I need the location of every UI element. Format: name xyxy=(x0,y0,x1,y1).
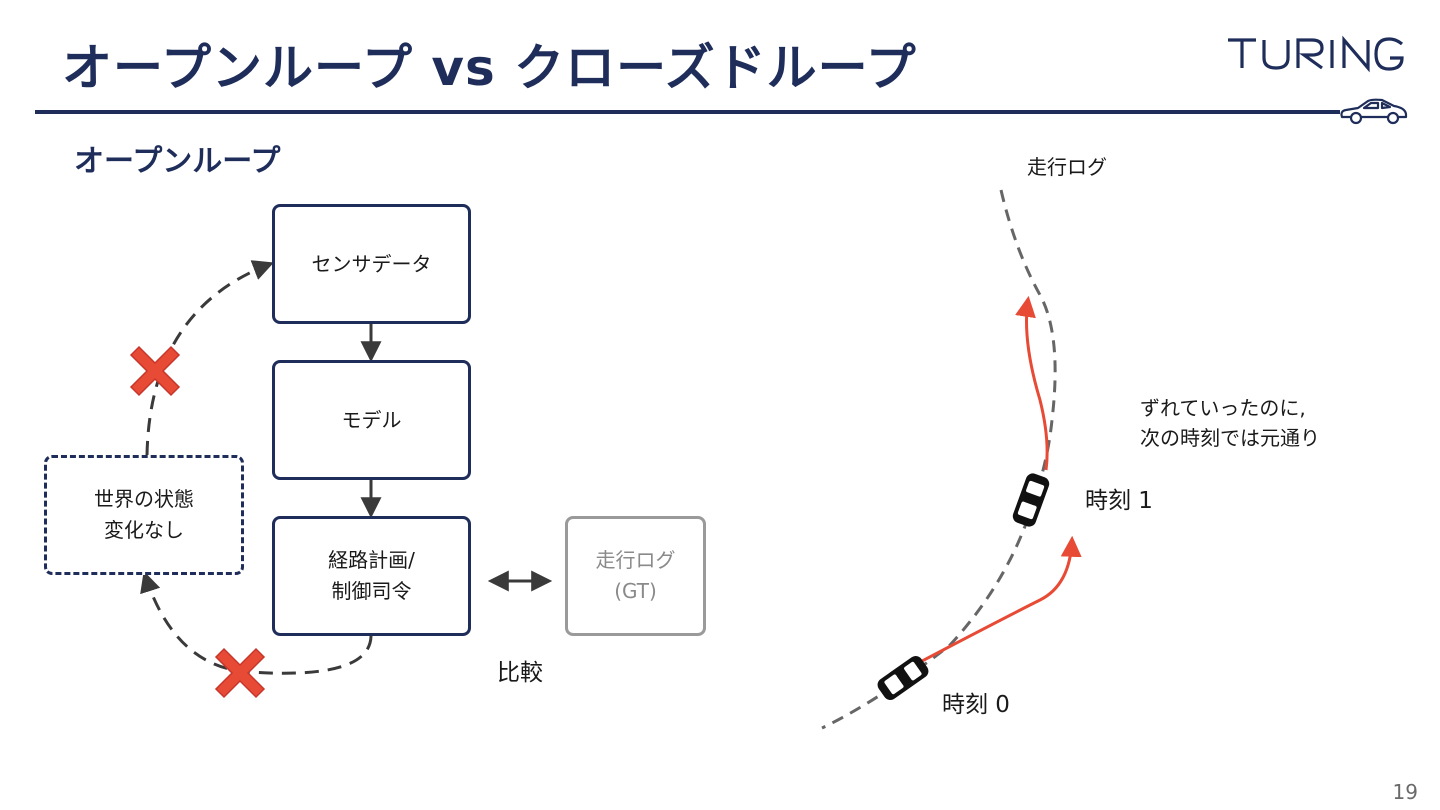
planning-box: 経路計画/ 制御司令 xyxy=(272,516,471,636)
turing-logo xyxy=(1228,35,1404,73)
driving-log-label: 走行ログ xyxy=(1027,155,1107,179)
page-number: 19 xyxy=(1392,780,1418,804)
predicted-path-time0 xyxy=(904,535,1082,672)
header-divider xyxy=(35,110,1340,114)
predicted-path-time1 xyxy=(1015,295,1049,471)
world-state-label: 世界の状態 変化なし xyxy=(94,487,194,542)
driving-log-gt-label: 走行ログ (GT) xyxy=(595,548,676,603)
cross-icon xyxy=(214,647,266,699)
sensor-data-label: センサデータ xyxy=(311,251,432,276)
model-label: モデル xyxy=(341,407,402,432)
car-time1-icon xyxy=(1012,473,1050,527)
sensor-data-box: センサデータ xyxy=(272,204,471,324)
car-time0-icon xyxy=(877,656,929,700)
time1-label: 時刻 1 xyxy=(1085,488,1153,514)
planning-label: 経路計画/ 制御司令 xyxy=(328,548,415,603)
cross-icon xyxy=(129,345,181,397)
time0-label: 時刻 0 xyxy=(942,692,1010,718)
loop-arrow-lower xyxy=(140,571,373,675)
loop-arrow-upper xyxy=(145,260,274,456)
slide-title: オープンループ vs クローズドループ xyxy=(62,39,917,97)
model-box: モデル xyxy=(272,360,471,480)
driving-log-gt-box: 走行ログ (GT) xyxy=(565,516,706,636)
compare-label: 比較 xyxy=(497,660,543,686)
world-state-box: 世界の状態 変化なし xyxy=(44,455,244,575)
driving-log-path xyxy=(821,189,1057,730)
drift-note: ずれていったのに, 次の時刻では元通り xyxy=(1140,396,1320,450)
car-icon xyxy=(1340,98,1408,125)
section-subtitle: オープンループ xyxy=(74,144,281,179)
